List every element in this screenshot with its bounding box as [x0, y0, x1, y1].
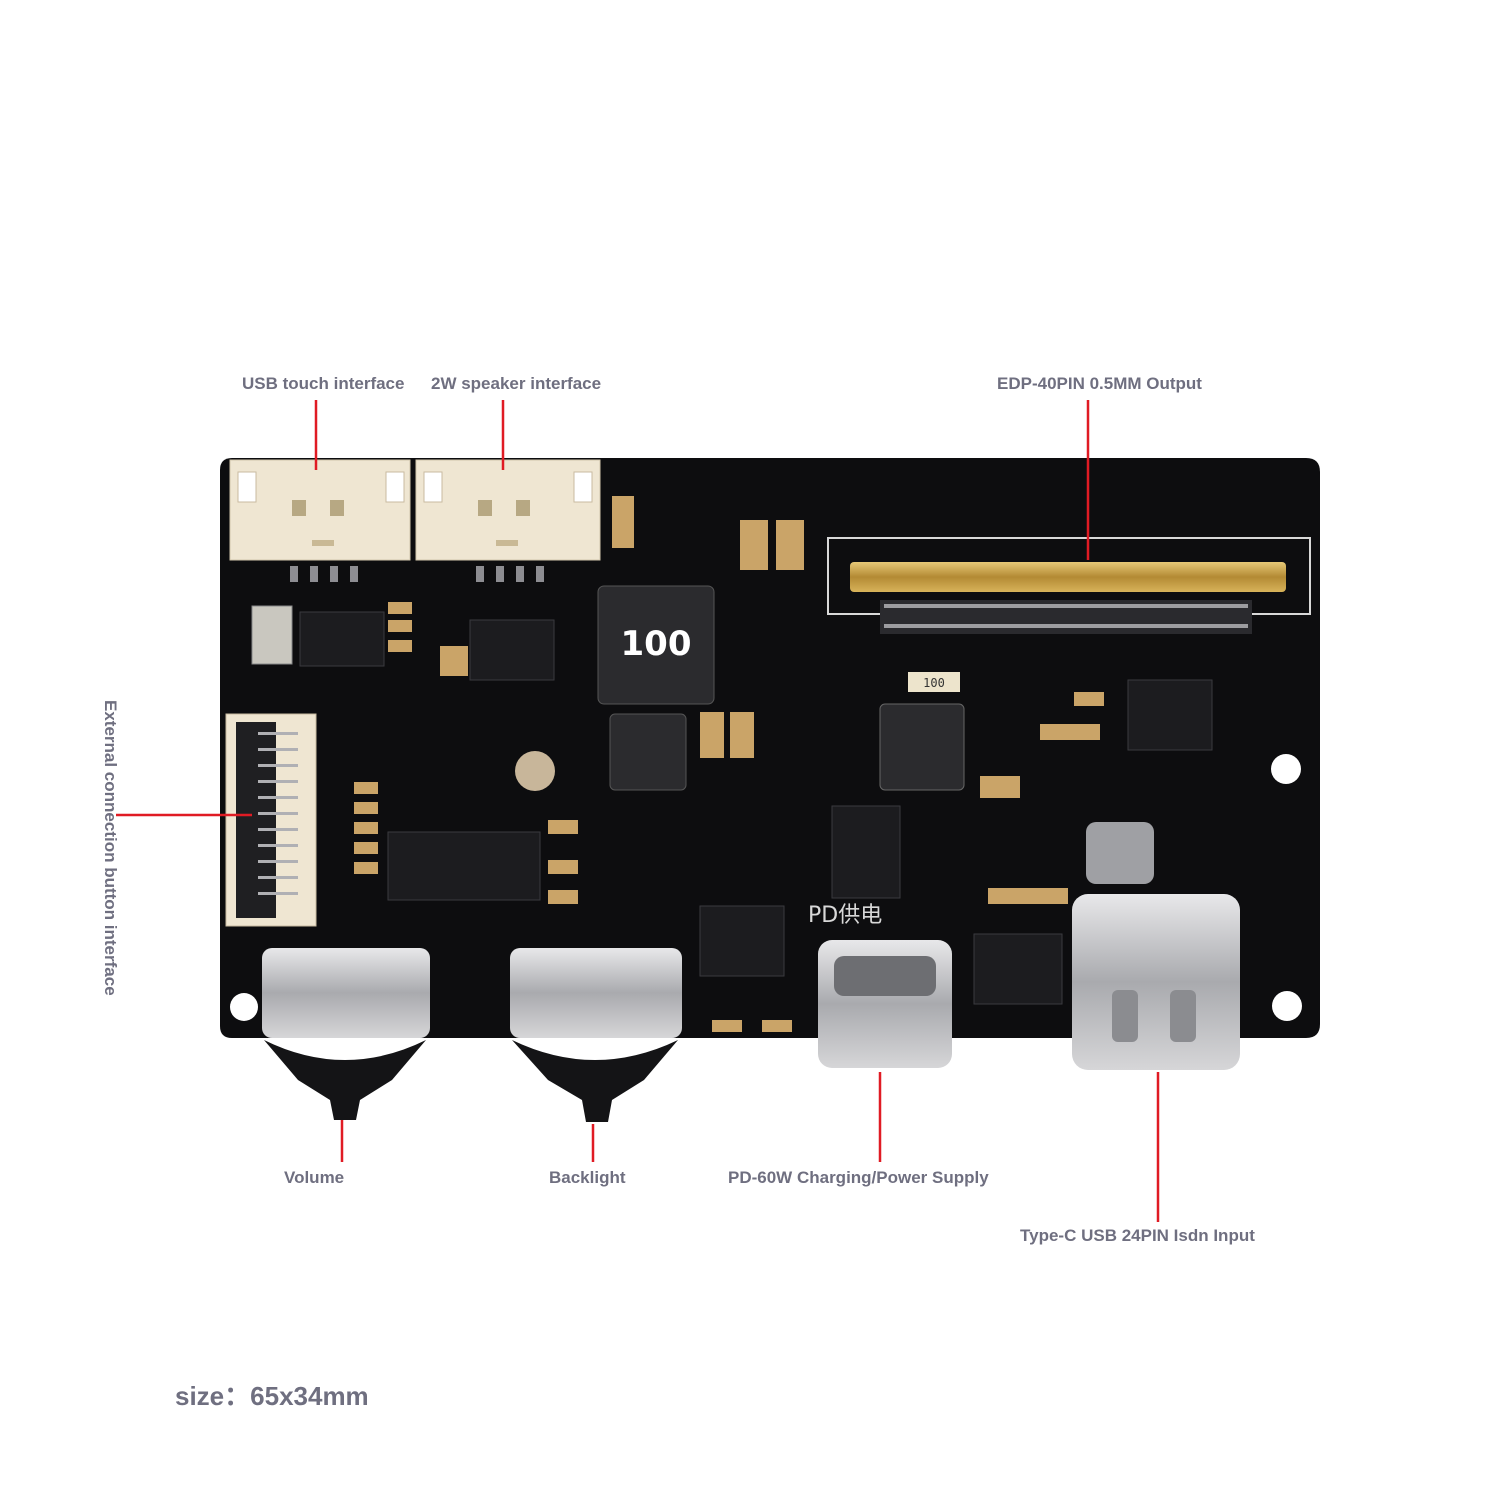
leader-lines [116, 400, 1160, 1222]
ic-chip [1127, 679, 1213, 751]
power-inductor-small [609, 713, 687, 791]
pd-charging-label: PD-60W Charging/Power Supply [728, 1168, 989, 1187]
ic-chip [469, 619, 555, 681]
external-button-fpc-connector [225, 713, 317, 927]
speaker-interface-label: 2W speaker interface [431, 374, 602, 393]
type-c-24pin-port [1072, 894, 1240, 1070]
pd-usb-c-port [818, 940, 952, 1068]
fuse-component [1086, 822, 1154, 884]
ic-chip [299, 611, 385, 667]
ic-chip [699, 905, 785, 977]
backlight-label: Backlight [549, 1168, 626, 1187]
crystal [251, 605, 293, 665]
backlight-knob [510, 948, 682, 1122]
svg-text:100: 100 [923, 676, 945, 690]
power-inductor-right [879, 703, 965, 791]
inductor-marking: 100 [621, 624, 692, 664]
mounting-hole [1272, 991, 1302, 1021]
power-inductor-large [597, 585, 715, 705]
ic-chip [387, 831, 541, 901]
pd-silkscreen: PD供电 [808, 903, 882, 928]
usb-touch-connector [229, 459, 411, 561]
type-c-input-label: Type-C USB 24PIN Isdn Input [1020, 1226, 1255, 1245]
mounting-hole [515, 751, 555, 791]
volume-knob [262, 948, 430, 1120]
external-button-interface-label: External connection button interface [101, 700, 120, 996]
ic-chip [831, 805, 901, 899]
usb-touch-interface-label: USB touch interface [242, 374, 405, 393]
resistor-100 [908, 672, 960, 692]
mounting-hole [1271, 754, 1301, 784]
edp-output-label: EDP-40PIN 0.5MM Output [997, 374, 1202, 393]
volume-label: Volume [284, 1168, 345, 1187]
speaker-connector [415, 459, 601, 561]
edp-connector [827, 537, 1311, 634]
mounting-hole [230, 993, 258, 1021]
board-size-note: size：65x34mm [175, 1381, 369, 1411]
ic-chip [973, 933, 1063, 1005]
